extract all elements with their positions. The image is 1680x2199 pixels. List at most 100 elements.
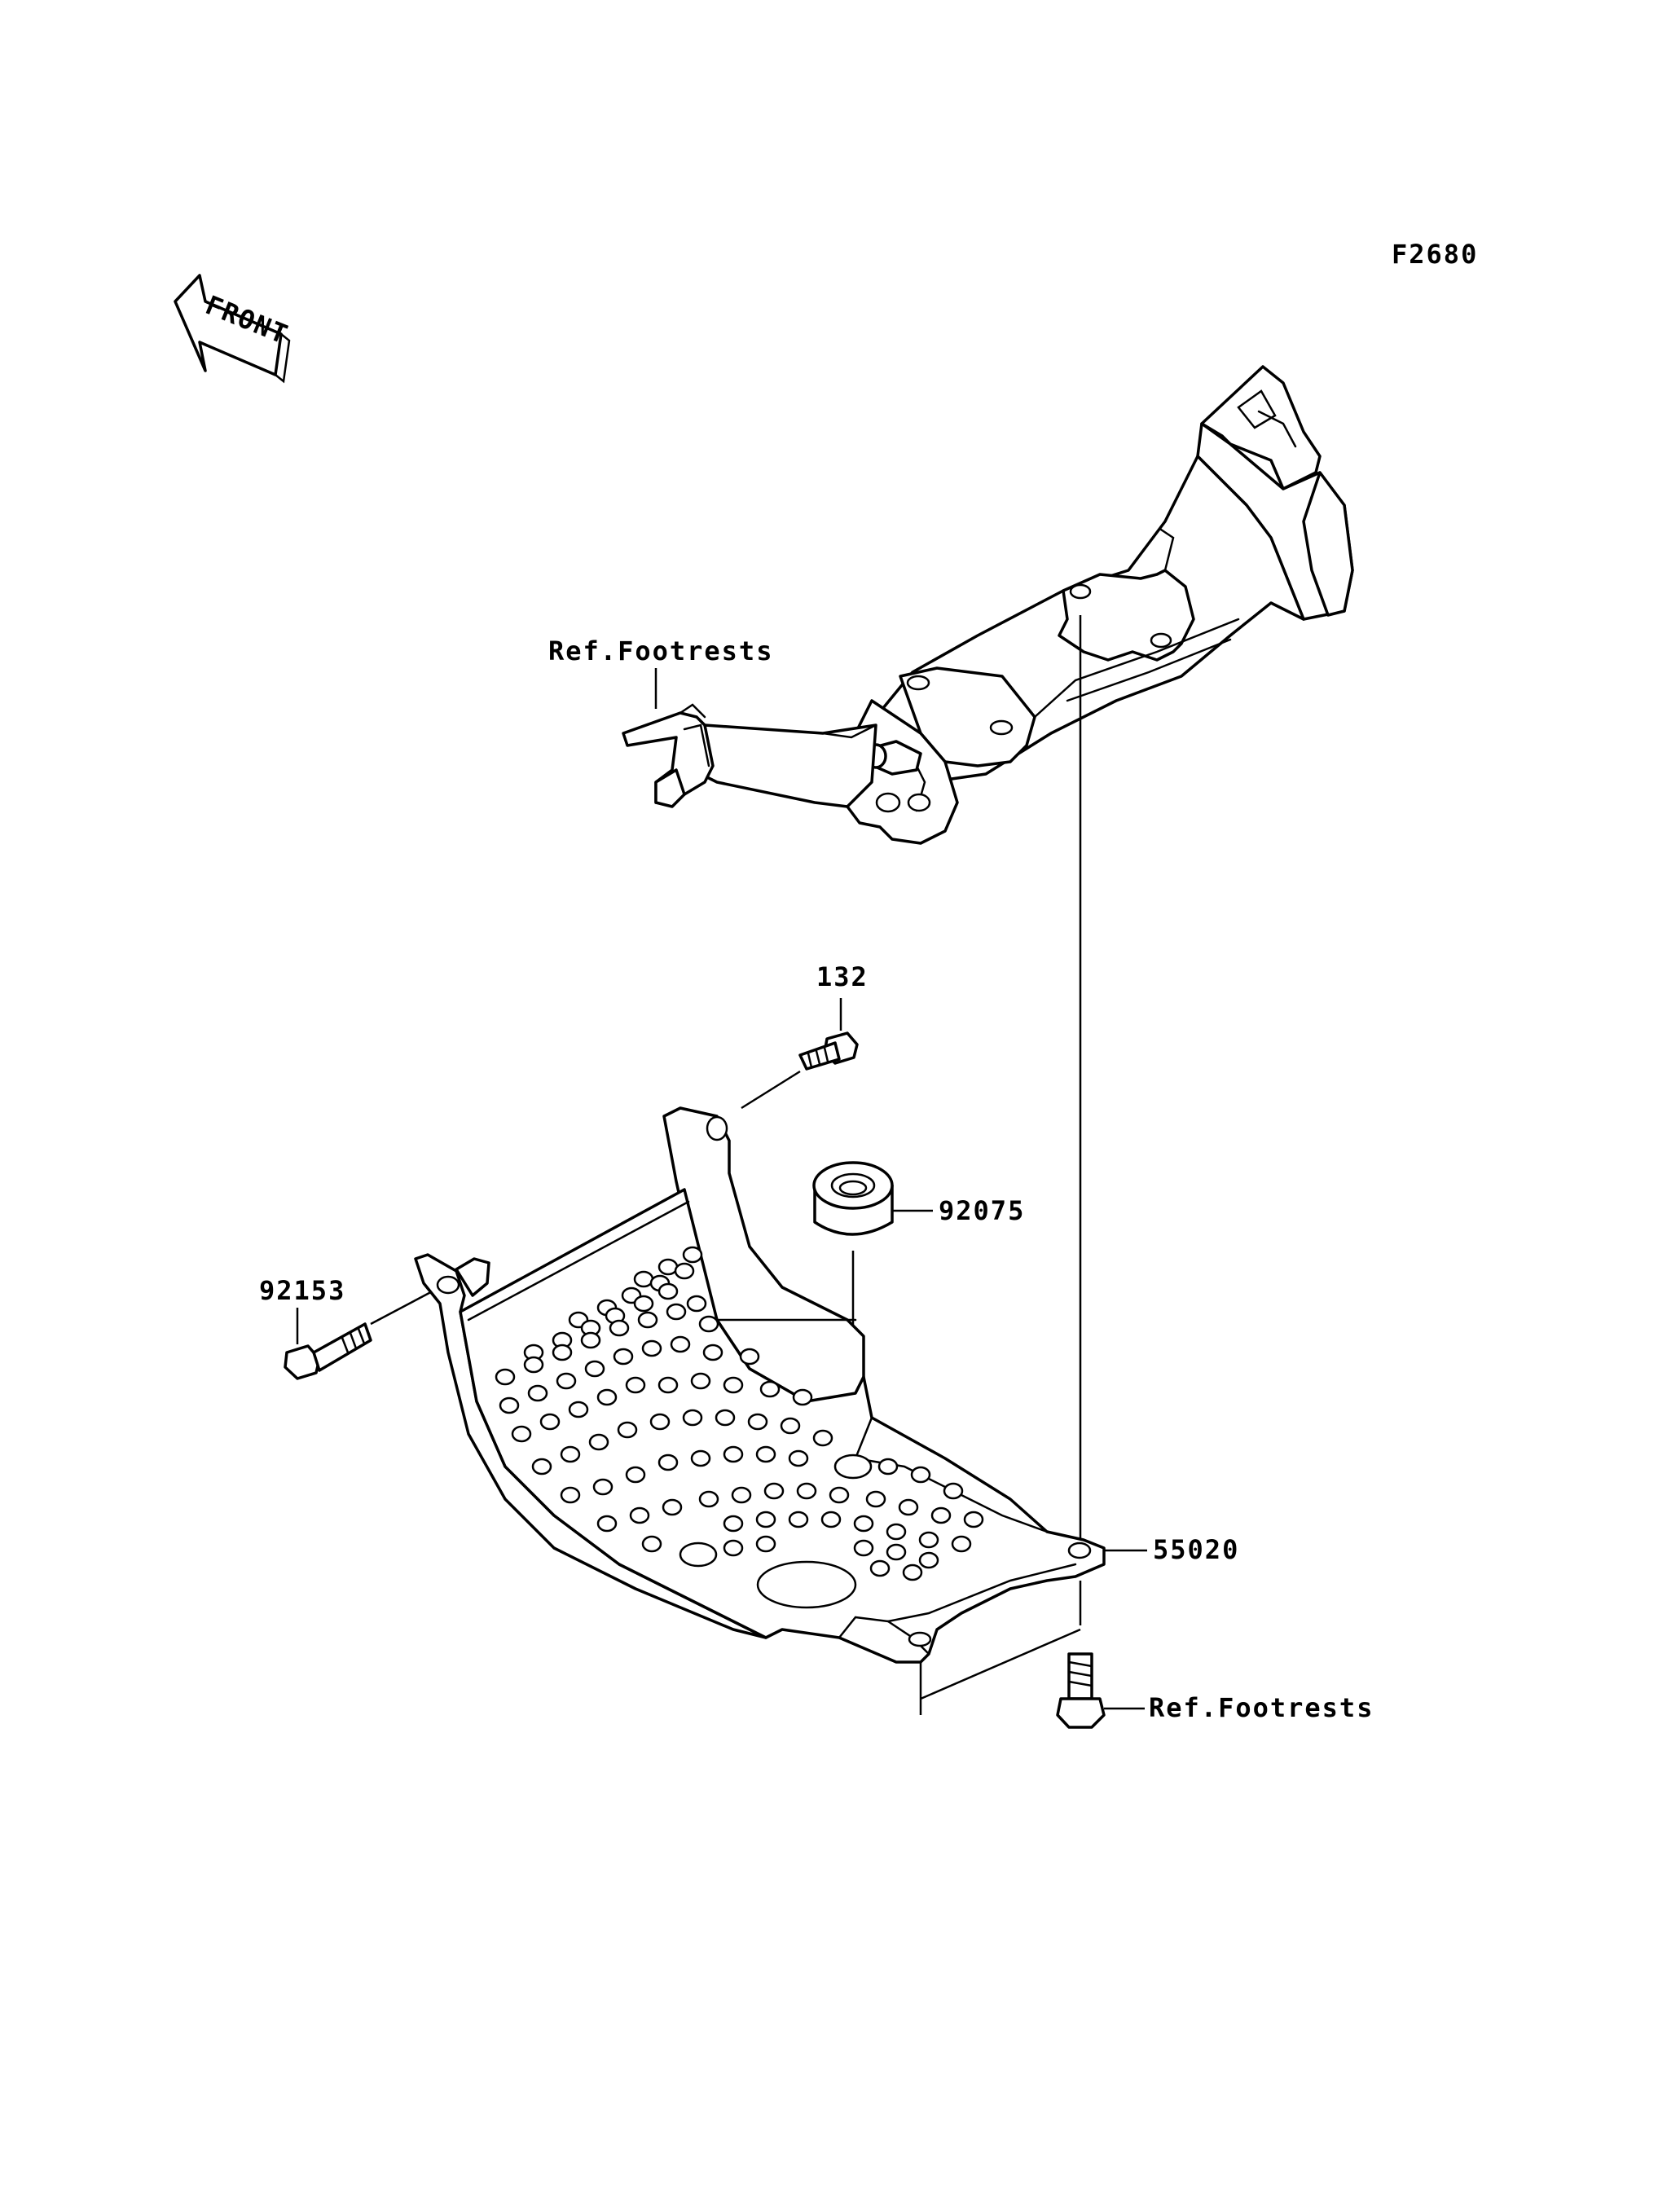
callout-55020: 55020 [1153, 1534, 1239, 1565]
perforation-hole [886, 1523, 907, 1541]
perforation-hole [792, 1388, 813, 1406]
perforation-hole [662, 1498, 683, 1516]
footrest-frame [622, 365, 1354, 845]
perforation-hole [617, 1421, 638, 1439]
perforation-hole [560, 1445, 581, 1463]
bolt-132-icon [798, 1031, 859, 1071]
perforation-hole [930, 1506, 952, 1524]
figure-code: F2680 [1392, 239, 1478, 270]
perforation-hole [796, 1482, 817, 1500]
perforation-hole [629, 1506, 650, 1524]
perforation-hole [690, 1372, 711, 1390]
perforation-hole [666, 1303, 687, 1321]
perforation-hole [788, 1449, 809, 1467]
perforation-hole [943, 1482, 964, 1500]
perforation-hole [698, 1490, 719, 1508]
perforation-hole [670, 1335, 691, 1353]
perforation-hole [686, 1295, 707, 1313]
perforation-hole [682, 1409, 703, 1427]
perforation-hole [596, 1515, 618, 1533]
perforation-hole [723, 1539, 744, 1557]
perforation-hole [539, 1413, 561, 1431]
front-arrow-icon: FRONT [174, 274, 293, 384]
bottom-bolt-icon [1056, 1652, 1106, 1729]
perforation-hole [633, 1270, 654, 1288]
perforation-hole [869, 1559, 891, 1577]
perforation-hole [641, 1339, 662, 1357]
perforation-holes [495, 1246, 984, 1581]
callout-92075: 92075 [939, 1195, 1025, 1226]
callout-132: 132 [816, 961, 869, 992]
perforation-hole [755, 1535, 776, 1553]
callout-ref-footrests-top: Ref.Footrests [548, 636, 773, 666]
callout-ref-footrests-bottom: Ref.Footrests [1149, 1692, 1374, 1723]
perforation-hole [633, 1295, 654, 1313]
perforation-hole [853, 1539, 874, 1557]
perforation-hole [723, 1515, 744, 1533]
perforation-hole [951, 1535, 972, 1553]
perforation-hole [877, 1458, 899, 1476]
perforation-hole [715, 1409, 736, 1427]
perforation-hole [918, 1531, 939, 1549]
perforation-hole [853, 1515, 874, 1533]
perforation-hole [820, 1511, 842, 1528]
perforation-hole [780, 1417, 801, 1435]
perforation-hole [788, 1511, 809, 1528]
perforation-hole [886, 1543, 907, 1561]
perforation-hole [759, 1380, 781, 1398]
perforation-hole [812, 1429, 833, 1447]
perforation-hole [592, 1478, 614, 1496]
perforation-hole [641, 1535, 662, 1553]
perforation-hole [499, 1396, 520, 1414]
perforation-hole [511, 1425, 532, 1443]
perforation-hole [657, 1282, 679, 1300]
perforation-hole [723, 1376, 744, 1394]
skid-plate-guard [414, 1106, 1106, 1664]
perforation-hole [657, 1376, 679, 1394]
damper-92075-icon [812, 1161, 894, 1236]
perforation-hole [588, 1433, 609, 1451]
perforation-hole [755, 1445, 776, 1463]
perforation-hole [552, 1344, 573, 1361]
perforation-hole [596, 1388, 618, 1406]
perforation-hole [560, 1486, 581, 1504]
perforation-hole [902, 1563, 923, 1581]
perforation-hole [755, 1511, 776, 1528]
perforation-hole [495, 1368, 516, 1386]
perforation-hole [625, 1466, 646, 1484]
perforation-hole [637, 1311, 658, 1329]
perforation-hole [584, 1360, 605, 1378]
perforation-hole [674, 1262, 695, 1280]
perforation-hole [690, 1449, 711, 1467]
callout-92153: 92153 [259, 1275, 345, 1306]
perforation-hole [613, 1348, 634, 1366]
perforation-hole [829, 1486, 850, 1504]
perforation-hole [763, 1482, 785, 1500]
perforation-hole [865, 1490, 886, 1508]
perforation-hole [682, 1246, 703, 1264]
leader-92153-to-guard [370, 1286, 441, 1326]
perforation-hole [657, 1258, 679, 1276]
perforation-hole [747, 1413, 768, 1431]
perforation-hole [609, 1319, 630, 1337]
perforation-hole [739, 1348, 760, 1366]
perforation-hole [702, 1344, 723, 1361]
perforation-hole [918, 1551, 939, 1569]
perforation-hole [523, 1356, 544, 1374]
perforation-hole [898, 1498, 919, 1516]
leader-132-to-guard [741, 1070, 801, 1110]
perforation-hole [649, 1413, 671, 1431]
perforation-hole [568, 1401, 589, 1418]
perforation-hole [657, 1454, 679, 1471]
leader-guard-bracket [919, 1628, 1081, 1715]
bolt-92153-icon [284, 1322, 372, 1380]
perforation-hole [723, 1445, 744, 1463]
perforation-hole [531, 1458, 552, 1476]
perforation-hole [731, 1486, 752, 1504]
perforation-hole [527, 1384, 548, 1402]
perforation-hole [698, 1315, 719, 1333]
perforation-hole [963, 1511, 984, 1528]
perforation-hole [910, 1466, 931, 1484]
